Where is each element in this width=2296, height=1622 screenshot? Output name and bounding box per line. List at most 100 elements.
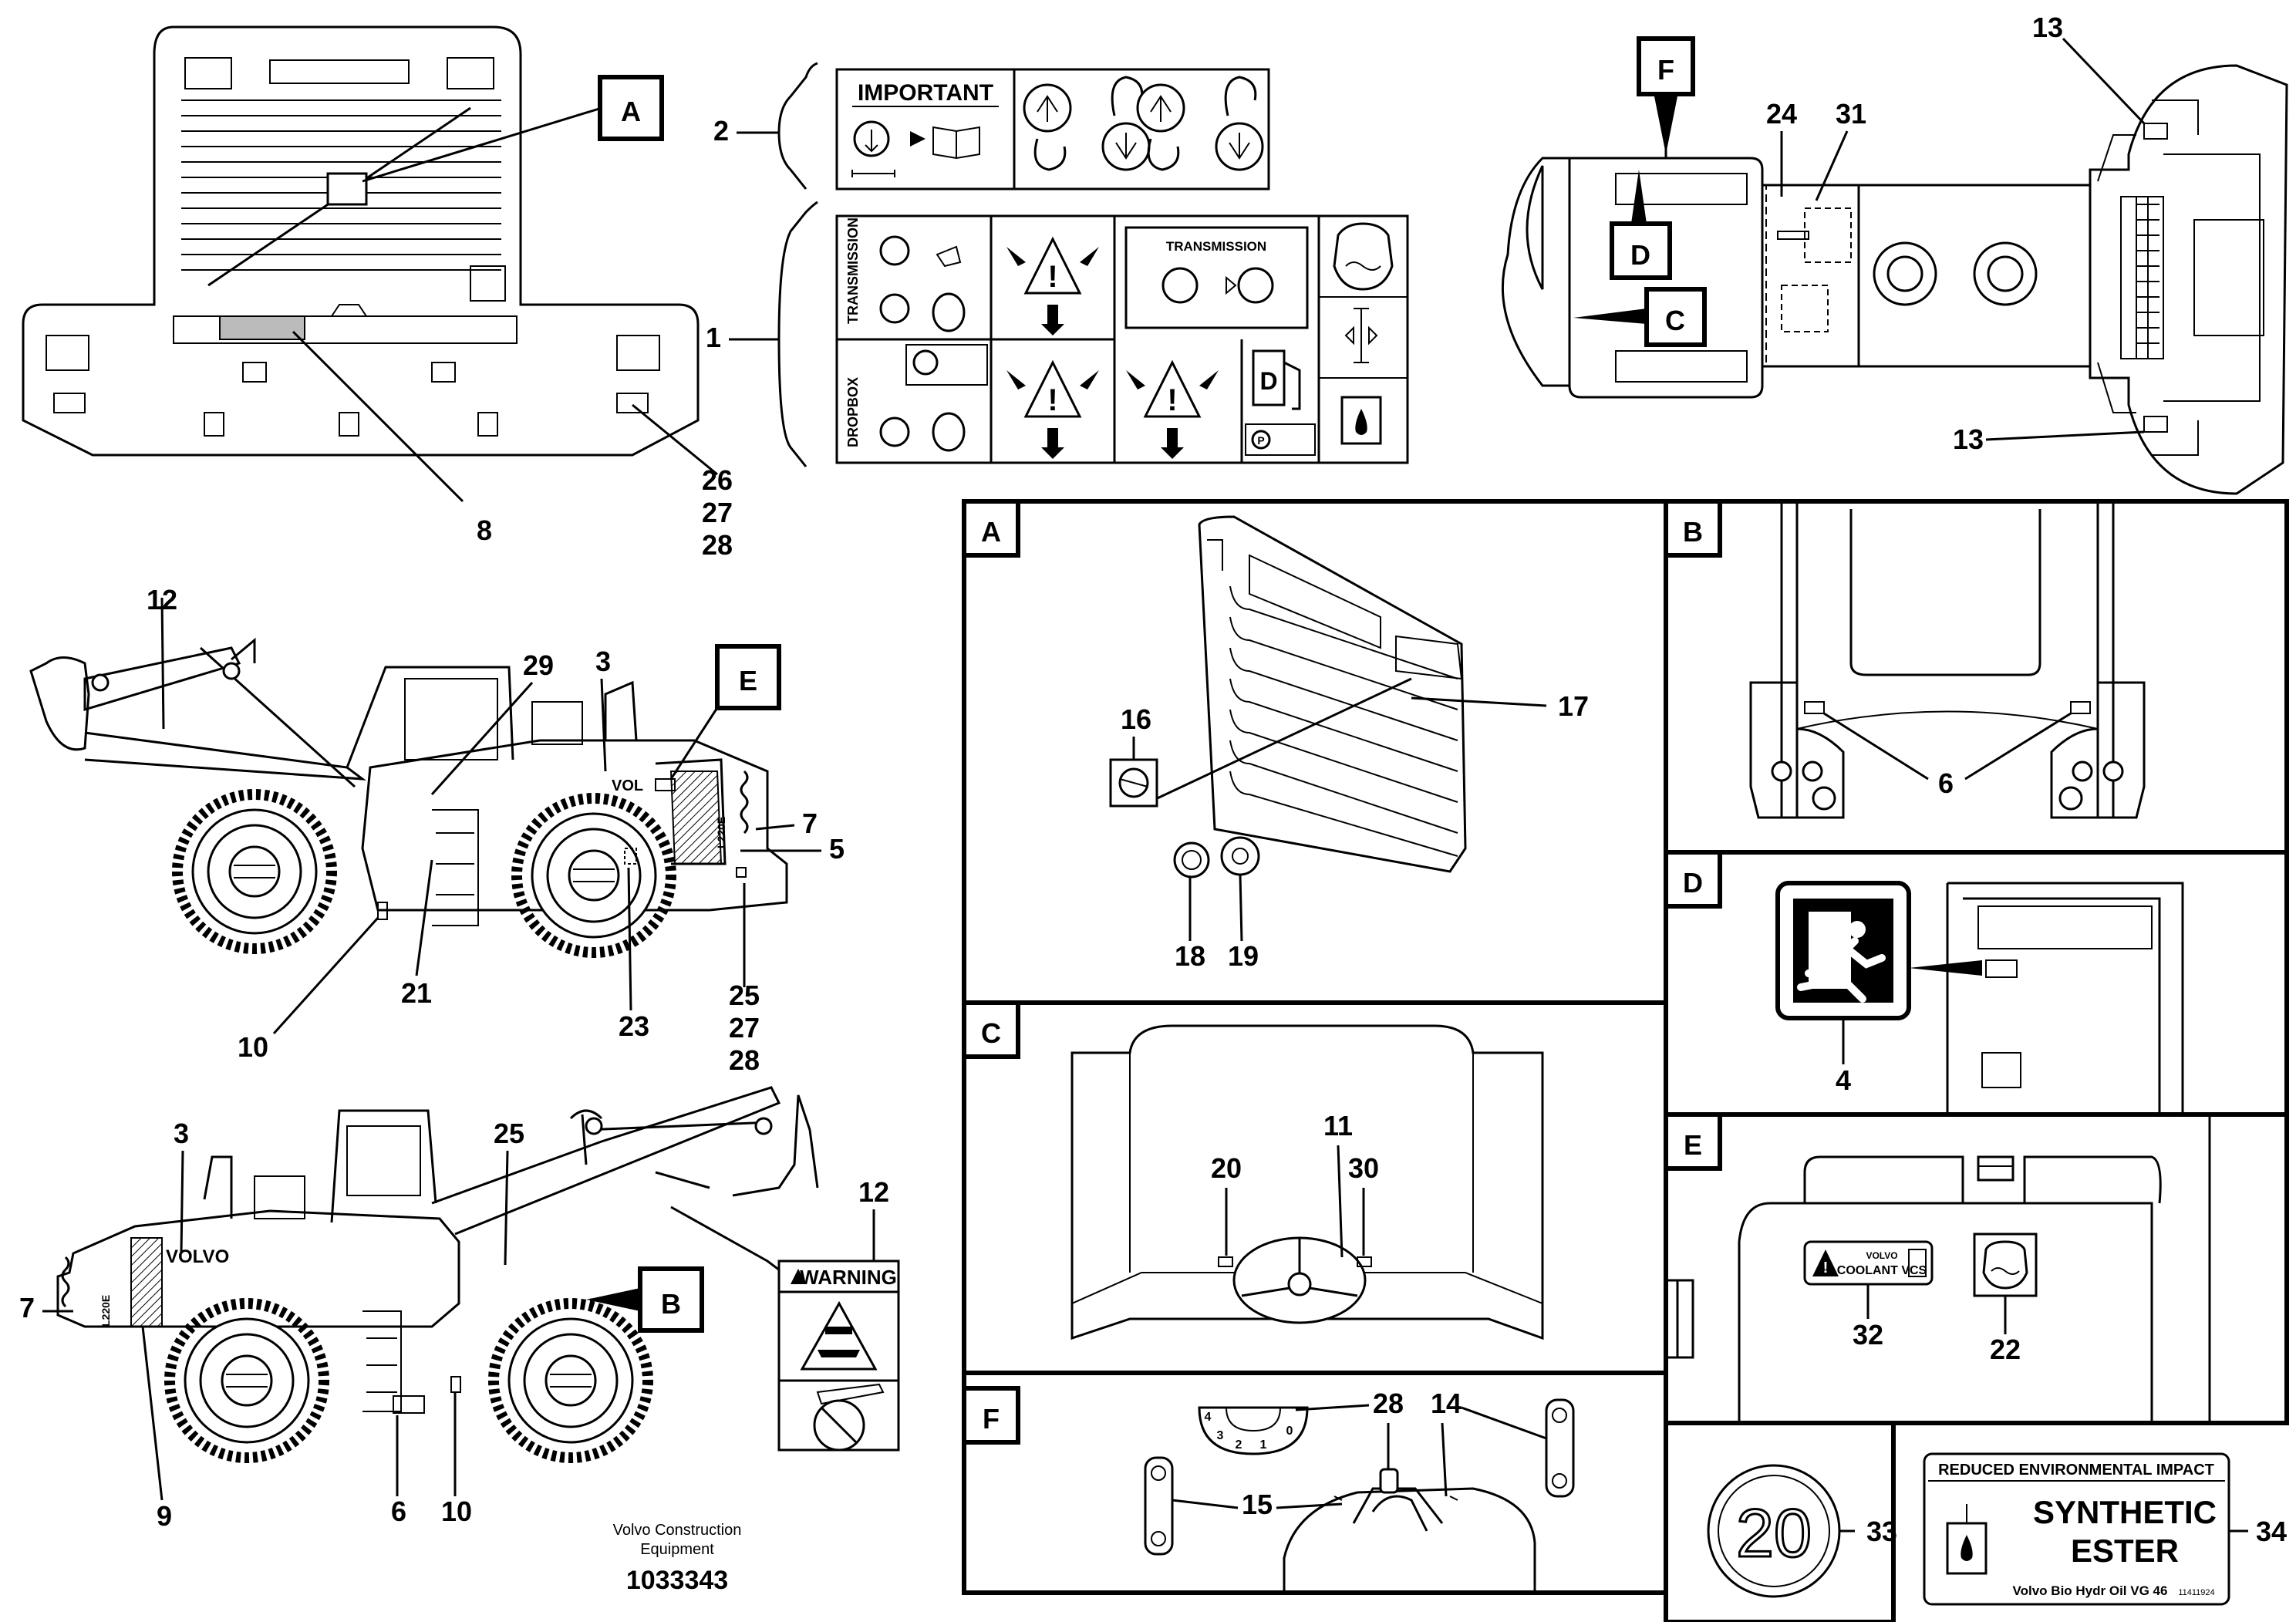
svg-text:!: ! [1047,260,1057,294]
callout-25-right: 25 [494,1118,524,1149]
callout-letter-c: C [1665,305,1685,336]
callout-3-right: 3 [174,1118,189,1149]
detail-panel-e: E ! VOLVO COOLANT VCS [1664,1112,2289,1425]
callout-27-side: 27 [729,1012,760,1044]
lifting-hook-icons [1023,76,1264,171]
decal-sheet-2: 2 IMPORTANT [713,62,1270,191]
transmission-side-label: TRANSMISSION [845,218,861,324]
dial-tick-3: 1 [1260,1438,1267,1452]
front-view [22,25,700,457]
callout-letter-d: D [1630,239,1650,271]
callout-29: 29 [523,649,554,681]
callout-6-right: 6 [391,1496,406,1527]
callout-1: 1 [706,322,721,353]
callout-10-side: 10 [238,1031,268,1063]
svg-text:!: ! [1167,383,1177,417]
callout-13-bottom: 13 [1953,423,1984,455]
part-number-small: 11411924 [2178,1588,2214,1597]
dial-tick-2: 2 [1236,1438,1242,1452]
model-badge-left: L220E [715,817,727,848]
filter-icon [932,412,966,452]
side-view-left: VOL L220E [29,637,788,958]
panel-label-e: E [1684,1129,1702,1161]
coolant-brand: VOLVO [1866,1250,1897,1261]
svg-text:!: ! [1047,383,1057,417]
wheel-icon [172,789,337,954]
callout-12-side: 12 [147,584,177,615]
company-line-2: Equipment [640,1541,714,1558]
decal-sheet-1: 1 TRANSMISSION DROPBOX ! ! ! [706,201,1409,467]
warning-decal-12: 12 WARNING [777,1176,900,1452]
callout-17: 17 [1558,690,1589,722]
panel-label-f: F [983,1403,1000,1435]
dial-tick-0: 4 [1205,1411,1212,1424]
panel-label-c: C [981,1017,1001,1049]
arrow-right-icon [910,131,925,147]
gear-icon [1161,267,1199,304]
svg-text:!: ! [1823,1259,1829,1276]
callout-28-front: 28 [702,529,733,561]
callout-18: 18 [1175,940,1205,972]
callout-23: 23 [619,1010,649,1042]
callout-letter-f: F [1657,54,1674,86]
filter-icon [932,292,966,332]
top-view [1501,64,2288,495]
fuel-pump-icon [1252,349,1286,406]
switch-decal-left [1144,1456,1174,1556]
detail-panel-b: B [1664,499,2289,855]
wheel-icon [164,1298,329,1463]
manual-book-icon [932,126,980,160]
callout-31: 31 [1836,98,1866,130]
callout-28-side: 28 [729,1044,760,1076]
front-plate [219,315,305,340]
coolant-text: COOLANT VCS [1837,1264,1927,1277]
gear-icon [879,235,910,266]
callout-letter-b: B [661,1288,681,1320]
callout-32: 32 [1853,1319,1883,1351]
dropbox-label: DROPBOX [845,377,861,447]
callout-7-side: 7 [802,808,818,839]
front-emblem [326,172,368,206]
emblem-disc-part [1173,841,1210,878]
warning-triangle-icons: ! ! ! [1006,236,1219,459]
warning-label: WARNING [800,1266,897,1289]
callout-2: 2 [713,115,729,147]
ester-label: ESTER [2071,1533,2179,1569]
coolant-cap [1977,1155,2014,1182]
panel-label-a: A [981,516,1001,548]
gear-icon [879,293,910,324]
fuel-letter: D [1259,367,1277,395]
callout-11: 11 [1323,1110,1353,1141]
detail-panel-a: A [962,499,1668,1005]
callout-a: A [362,75,664,183]
gear-icon [912,349,939,376]
callout-24: 24 [1766,98,1797,130]
transmission-box-label: TRANSMISSION [1166,239,1266,254]
pto-letter: P [1257,434,1264,447]
detail-panel-d: D [1664,850,2289,1117]
callout-21: 21 [401,977,432,1009]
callout-10-right: 10 [441,1496,472,1527]
volvo-full-logo: VOLVO [166,1246,229,1267]
callout-34: 34 [2256,1516,2287,1547]
callout-letter-e: E [739,665,757,696]
detail-panel-f: F 4 3 2 1 0 [962,1371,1668,1595]
coolant-icon [1982,1240,2028,1290]
callout-4: 4 [1836,1064,1851,1096]
callout-15: 15 [1242,1489,1273,1520]
callout-5: 5 [829,833,845,865]
wheel-icon [511,793,676,958]
detail-panel-c: C [962,1000,1668,1375]
synthetic-label: SYNTHETIC [2033,1494,2217,1530]
decal-34-panel: REDUCED ENVIRONMENTAL IMPACT SYNTHETIC E… [1923,1452,2230,1606]
callout-30: 30 [1348,1152,1379,1184]
callout-19: 19 [1228,940,1259,972]
panel-label-b: B [1683,516,1703,548]
gear-icon [1237,267,1274,304]
gear-icon [879,416,910,447]
callout-7-right: 7 [19,1292,35,1324]
callout-13-top: 13 [2032,12,2063,43]
wheel-icon [488,1298,653,1463]
callout-9: 9 [157,1500,172,1532]
